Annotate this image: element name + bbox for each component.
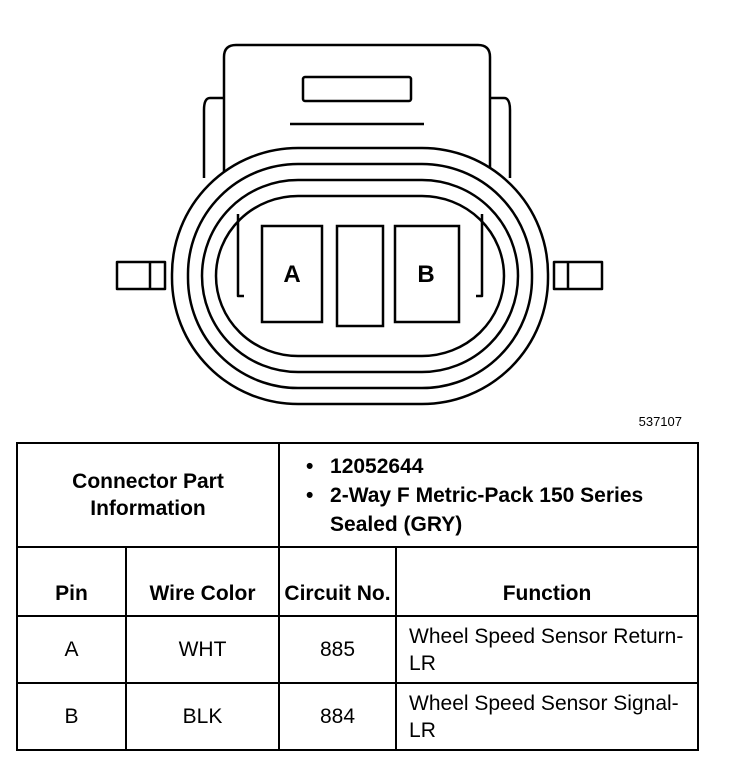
seal-ring-outer	[186, 162, 534, 390]
cell-pin: B	[16, 682, 127, 751]
table-row: A WHT 885 Wheel Speed Sensor Return-LR	[16, 615, 700, 684]
cell-circuit: 884	[278, 682, 398, 751]
key-left	[236, 214, 244, 298]
header-circuit-no: Circuit No.	[278, 546, 398, 617]
terminal-a	[260, 224, 324, 324]
seal-ring-inner	[200, 178, 520, 374]
cell-pin: A	[16, 615, 127, 684]
latch-shoulder-left	[202, 96, 224, 178]
key-right	[476, 214, 484, 298]
latch-shoulder-right	[490, 96, 512, 178]
pin-label-a: A	[283, 261, 300, 288]
part-info-label: Connector Part Information	[15, 442, 281, 548]
part-info-list: 12052644 2-Way F Metric-Pack 150 Series …	[278, 442, 700, 548]
terminal-cavity	[214, 194, 506, 358]
cell-wire-color: BLK	[124, 682, 281, 751]
header-row: Pin Wire Color Circuit No. Function	[16, 546, 700, 617]
terminal-b	[393, 224, 461, 324]
pin-label-b: B	[417, 261, 434, 288]
cell-function: Wheel Speed Sensor Signal-LR	[395, 682, 700, 751]
part-info-row: Connector Part Information 12052644 2-Wa…	[15, 442, 700, 548]
cell-circuit: 885	[278, 615, 398, 684]
connector-info-table: Connector Part Information 12052644 2-Wa…	[15, 442, 700, 751]
figure-id: 537107	[638, 414, 682, 429]
latch-tab	[301, 75, 413, 103]
header-function: Function	[395, 546, 700, 617]
cell-function: Wheel Speed Sensor Return-LR	[395, 615, 700, 684]
cell-wire-color: WHT	[124, 615, 281, 684]
ear-left	[115, 260, 167, 291]
terminal-center-divider	[335, 224, 385, 328]
connector-face-diagram: A B	[115, 43, 604, 406]
ear-right	[552, 260, 604, 291]
latch-housing	[222, 43, 492, 172]
header-wire-color: Wire Color	[124, 546, 281, 617]
table-row: B BLK 884 Wheel Speed Sensor Signal-LR	[16, 682, 700, 751]
part-number: 12052644	[306, 452, 697, 481]
part-description: 2-Way F Metric-Pack 150 Series Sealed (G…	[306, 481, 697, 539]
header-pin: Pin	[16, 546, 127, 617]
